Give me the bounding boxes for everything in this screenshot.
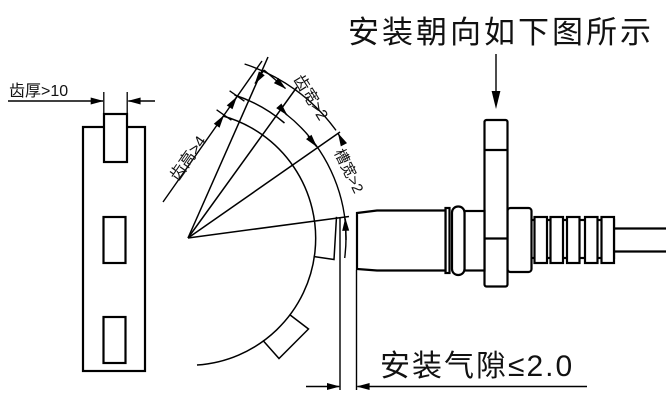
slot-width-label: 槽宽>2 (330, 146, 366, 196)
gear-sector-view: 齿高>4 齿宽>2 槽宽>2 (162, 56, 366, 366)
air-gap-label: 安装气隙≤2.0 (380, 350, 574, 383)
slot-width-dimension (276, 103, 350, 259)
rib (565, 215, 581, 265)
gear-tooth-top (102, 112, 129, 164)
tooth-top-edge-line (187, 215, 350, 239)
sensor-assembly (355, 118, 666, 288)
rib (600, 215, 616, 265)
mounting-flange (483, 118, 509, 288)
sensor-neck (463, 209, 486, 272)
flank-line-1 (187, 56, 269, 239)
tooth-width-dimension (244, 63, 348, 147)
cable (614, 227, 666, 253)
gear-side-view: 齿厚>10 (8, 82, 155, 373)
tooth-height-dimension (162, 60, 263, 203)
flank-line-2 (187, 86, 298, 239)
gear-slot-bottom (102, 315, 127, 365)
sensor-boss (506, 206, 533, 274)
gear-root-arc (196, 115, 317, 366)
tooth-bottom (262, 313, 310, 360)
orientation-annotation: 安装朝向如下图所示 (348, 15, 654, 109)
orientation-note-text: 安装朝向如下图所示 (348, 15, 654, 50)
tooth-width-label: 齿宽>2 (290, 72, 332, 124)
air-gap-dimension: 安装气隙≤2.0 (306, 217, 587, 390)
flank-line-3 (187, 131, 341, 239)
rib (549, 215, 565, 265)
tooth-thickness-dimension: 齿厚>10 (8, 82, 155, 115)
rib (583, 215, 599, 265)
tooth-thickness-label: 齿厚>10 (9, 82, 68, 100)
tooth-height-label: 齿高>4 (167, 133, 211, 185)
rib (533, 215, 549, 265)
probe-body (355, 209, 447, 272)
gear-slot-middle (102, 215, 127, 265)
o-ring (450, 205, 466, 277)
tooth-near-sensor (313, 216, 338, 261)
orientation-arrow-head (491, 91, 501, 109)
